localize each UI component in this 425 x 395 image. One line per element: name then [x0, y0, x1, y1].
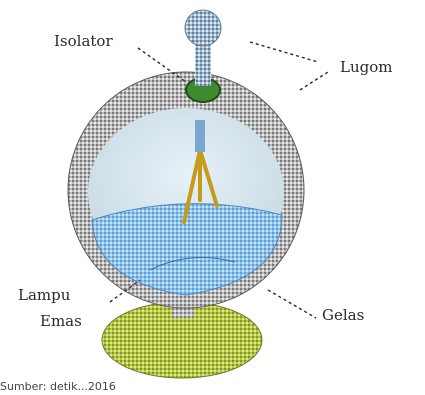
label-isolator: Isolator [54, 34, 113, 49]
label-lugom: Lugom [340, 60, 392, 75]
filament-rod [195, 120, 205, 152]
label-lampu-line2: Emas [40, 314, 82, 329]
callout-lugom-2 [300, 72, 328, 90]
label-lampu-line1: Lampu [18, 288, 70, 303]
source-caption: Sumber: detik...2016 [0, 380, 116, 393]
callout-lugom-1 [250, 42, 318, 62]
label-gelas: Gelas [322, 308, 364, 323]
isolator-cap [185, 10, 221, 46]
callout-gelas [268, 290, 316, 318]
isolator-column [195, 42, 211, 86]
